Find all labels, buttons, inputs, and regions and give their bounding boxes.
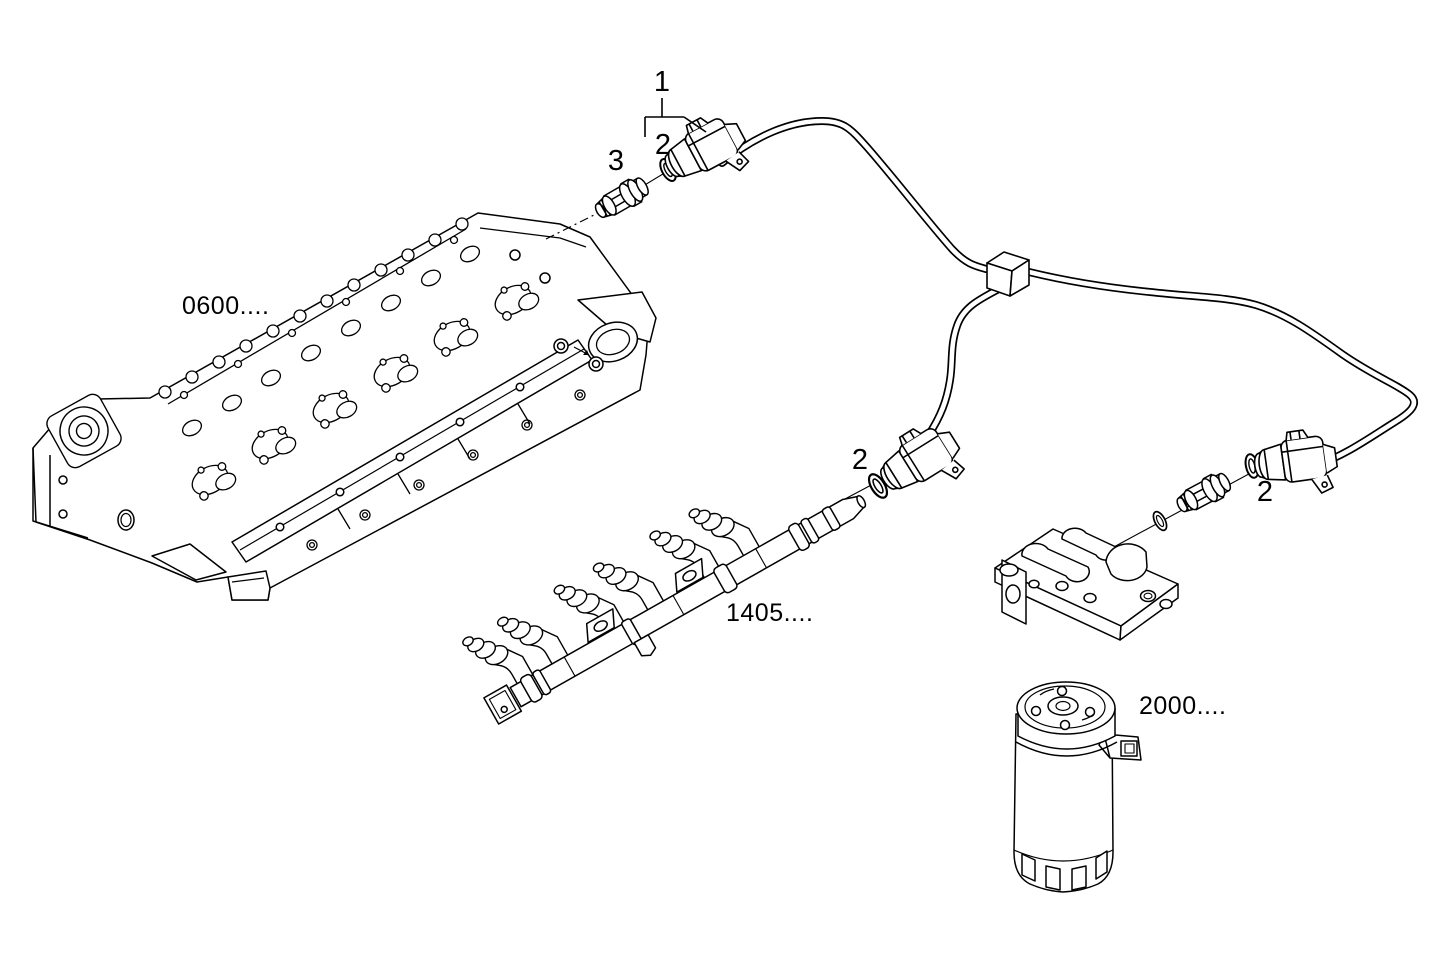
assembly-axis-lines bbox=[545, 153, 1283, 549]
cylinder-head-drawing bbox=[32, 212, 657, 601]
fuel-return-pipe-drawing bbox=[718, 117, 1418, 469]
callout-2-top[interactable]: 2 bbox=[654, 129, 672, 161]
callout-1[interactable]: 1 bbox=[653, 66, 671, 98]
union-fitting-filter-head bbox=[1171, 467, 1236, 519]
union-fitting-3 bbox=[589, 172, 654, 225]
fuel-rail-drawing bbox=[460, 489, 867, 725]
pipe-junction-block bbox=[986, 251, 1030, 297]
seal-ring-filter-head bbox=[1149, 508, 1171, 534]
group-ref-cylinder-head[interactable]: 0600.... bbox=[182, 292, 270, 320]
callout-2-right[interactable]: 2 bbox=[1256, 476, 1274, 508]
callout-1-bracket bbox=[644, 98, 707, 137]
callout-3[interactable]: 3 bbox=[607, 145, 625, 177]
fuel-filter-drawing bbox=[1013, 681, 1142, 893]
filter-head-drawing bbox=[994, 527, 1179, 641]
group-ref-fuel-filter[interactable]: 2000.... bbox=[1139, 692, 1227, 720]
group-ref-fuel-rail[interactable]: 1405.... bbox=[726, 599, 814, 627]
callout-2-middle[interactable]: 2 bbox=[851, 444, 869, 476]
